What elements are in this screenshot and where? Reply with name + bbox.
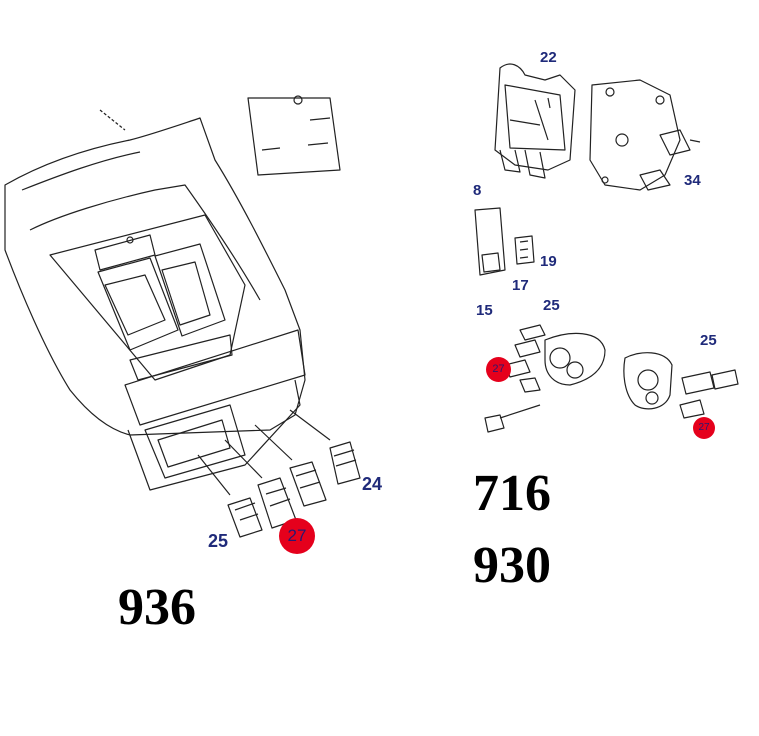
callout-19: 19 <box>540 253 557 270</box>
model-label-716: 716 <box>473 465 551 522</box>
callout-25-upper: 25 <box>543 297 560 314</box>
switch-connectors-left <box>197 409 361 538</box>
callout-17: 17 <box>512 277 529 294</box>
model-label-936: 936 <box>118 579 196 636</box>
badge-27-right: 27 <box>693 417 715 439</box>
callout-24: 24 <box>362 474 383 494</box>
switch-module-17-19 <box>474 207 535 276</box>
callout-25-right: 25 <box>700 332 717 349</box>
callout-34: 34 <box>684 172 701 189</box>
dashboard-housing <box>4 95 341 491</box>
switch-housing-right <box>623 352 739 419</box>
callout-22: 22 <box>540 49 557 66</box>
switch-housing-15 <box>484 324 606 433</box>
badge-27: 27 <box>279 518 315 554</box>
callout-25: 25 <box>208 531 229 551</box>
model-label-930: 930 <box>473 537 551 594</box>
lever-bracket-assembly <box>494 63 701 191</box>
callout-15: 15 <box>476 302 493 319</box>
badge-27-left: 27 <box>486 357 511 382</box>
callout-8: 8 <box>473 182 482 199</box>
